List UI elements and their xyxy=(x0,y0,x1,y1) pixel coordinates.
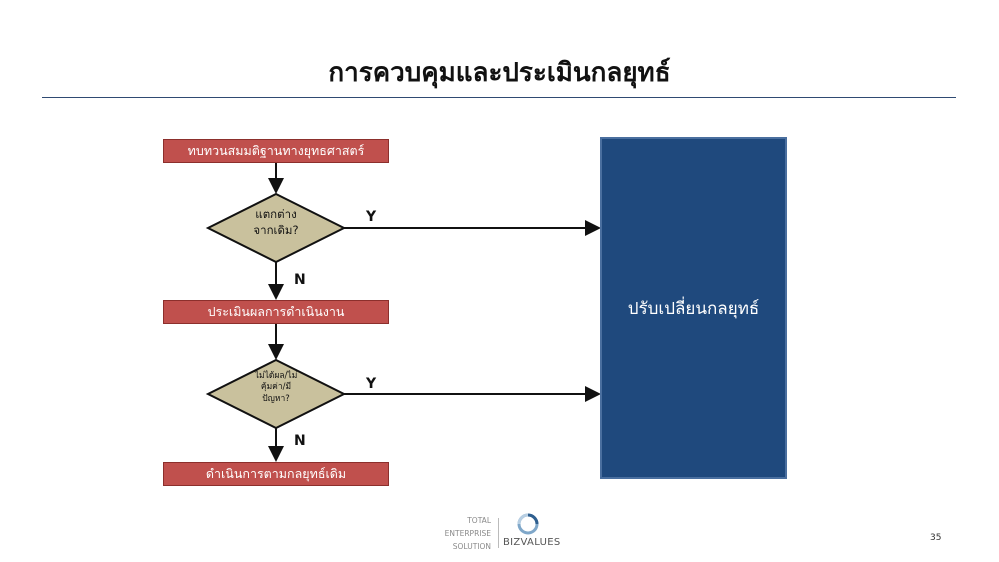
footer-line-3: SOLUTION xyxy=(452,542,491,551)
outcome-box-change-strategy: ปรับเปลี่ยนกลยุทธ์ xyxy=(600,137,787,479)
footer-line-2: ENTERPRISE xyxy=(444,529,491,538)
title-divider xyxy=(42,97,956,98)
decision-1-text: แตกต่าง จากเดิม? xyxy=(228,207,324,238)
outcome-box-label: ปรับเปลี่ยนกลยุทธ์ xyxy=(627,298,760,319)
footer-line-1: TOTAL xyxy=(467,516,491,525)
decision-2-line-2: คุ้มค่า/มี xyxy=(260,382,292,393)
decision-2-text: ไม่ได้ผล/ไม่ คุ้มค่า/มี ปัญหา? xyxy=(238,371,314,405)
footer-divider xyxy=(498,518,499,548)
decision-2-line-1: ไม่ได้ผล/ไม่ xyxy=(254,371,298,381)
page-title: การควบคุมและประเมินกลยุทธ์ xyxy=(328,58,671,88)
page-number: 35 xyxy=(930,533,942,543)
brand-name: BIZVALUES xyxy=(503,537,561,548)
yes-label-1: Y xyxy=(366,209,377,225)
process-box-continue-strategy: ดำเนินการตามกลยุทธ์เดิม xyxy=(163,462,389,486)
no-label-1: N xyxy=(294,272,306,288)
process-box-review-assumptions: ทบทวนสมมติฐานทางยุทธศาสตร์ xyxy=(163,139,389,163)
yes-label-2: Y xyxy=(366,376,377,392)
decision-1-line-2: จากเดิม? xyxy=(253,222,299,237)
process-box-evaluate-performance: ประเมินผลการดำเนินงาน xyxy=(163,300,389,324)
bizvalues-logo-icon xyxy=(517,513,539,535)
footer-tagline: TOTAL ENTERPRISE SOLUTION xyxy=(431,514,491,553)
decision-1-line-1: แตกต่าง xyxy=(255,207,297,221)
decision-2-line-3: ปัญหา? xyxy=(262,393,290,404)
no-label-2: N xyxy=(294,433,306,449)
